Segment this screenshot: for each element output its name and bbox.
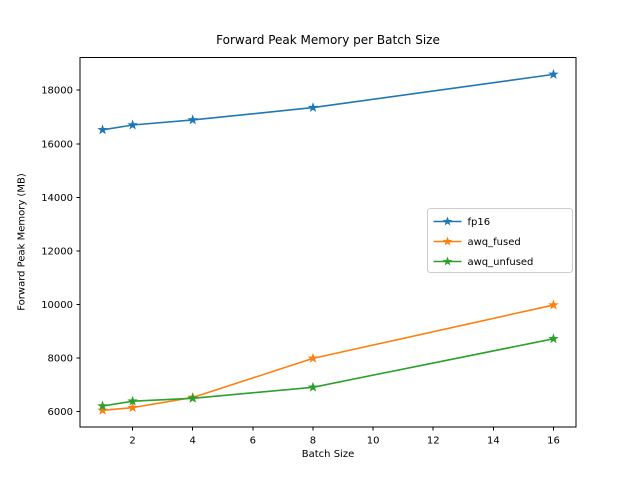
series-marker-fp16: [307, 102, 319, 113]
series-line-awq_unfused: [102, 338, 554, 407]
series-marker-awq_unfused: [187, 392, 198, 403]
legend-label-awq_unfused: awq_unfused: [468, 257, 534, 268]
legend-label-fp16: fp16: [468, 217, 491, 228]
x-tick-label: 4: [190, 436, 196, 447]
legend-marker-awq_unfused-icon: [442, 256, 453, 266]
series-marker-awq_unfused: [548, 333, 559, 344]
legend-item-awq_fused: awq_fused: [433, 236, 521, 248]
x-tick-label: 6: [250, 436, 256, 447]
series-marker-fp16: [548, 68, 559, 79]
y-axis-ticks: 6000 8000 10000 12000 14000 16000 18000: [41, 86, 80, 418]
legend-item-fp16: fp16: [433, 216, 491, 228]
y-tick-label: 8000: [48, 354, 73, 365]
series-marker-awq_unfused: [307, 381, 319, 392]
x-tick-label: 14: [487, 436, 500, 447]
series-marker-fp16: [97, 124, 108, 135]
series-line-awq_fused: [102, 304, 554, 412]
x-tick-label: 2: [129, 436, 135, 447]
series-fp16: [97, 68, 559, 135]
axes-frame: [79, 57, 577, 428]
y-tick-label: 6000: [48, 407, 73, 418]
series-awq_fused: [97, 299, 559, 415]
series-marker-awq_unfused: [127, 395, 138, 406]
legend-marker-awq_fused-icon: [442, 236, 453, 246]
series-marker-fp16: [187, 114, 198, 125]
legend: fp16 awq_fused awq_unfused: [427, 208, 573, 273]
y-tick-label: 16000: [41, 139, 73, 150]
series-marker-awq_fused: [97, 404, 108, 415]
x-axis-label: Batch Size: [301, 449, 355, 460]
y-tick-label: 14000: [41, 193, 73, 204]
legend-item-awq_unfused: awq_unfused: [433, 256, 534, 268]
x-tick-label: 10: [367, 436, 380, 447]
legend-label-awq_fused: awq_fused: [468, 237, 521, 248]
chart-title: Forward Peak Memory per Batch Size: [216, 33, 440, 47]
y-tick-label: 12000: [41, 246, 73, 257]
legend-marker-fp16-icon: [442, 216, 453, 226]
x-tick-label: 8: [310, 436, 316, 447]
y-axis-label: Forward Peak Memory (MB): [16, 173, 28, 311]
x-tick-label: 16: [547, 436, 560, 447]
series-marker-awq_unfused: [97, 400, 108, 411]
x-axis-ticks: 2 4 6 8 10 12 14 16: [129, 427, 560, 447]
series-marker-awq_fused: [548, 299, 559, 310]
series-marker-awq_fused: [307, 352, 319, 363]
y-tick-label: 18000: [41, 86, 73, 97]
y-tick-label: 10000: [41, 300, 73, 311]
series-marker-fp16: [127, 119, 138, 130]
series-marker-awq_fused: [127, 402, 138, 413]
series-line-fp16: [102, 73, 554, 131]
series-awq_unfused: [97, 333, 559, 411]
legend-box: [427, 208, 573, 273]
x-tick-label: 12: [427, 436, 440, 447]
